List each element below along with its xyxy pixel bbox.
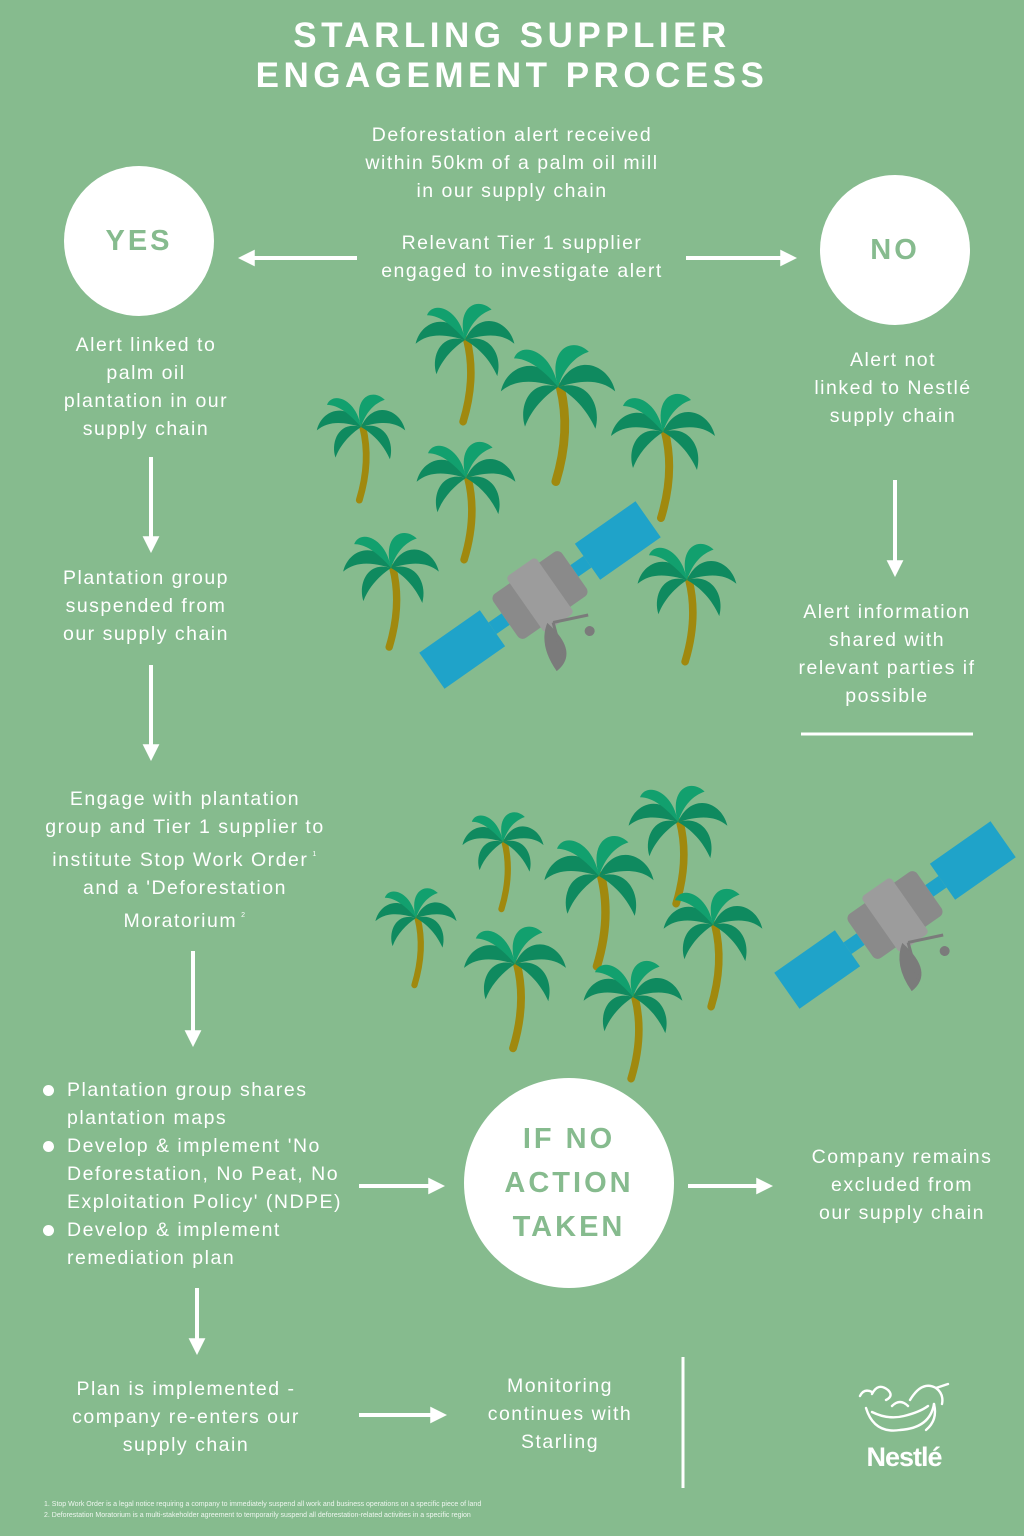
engage-line-text: institute Stop Work Order <box>52 849 309 871</box>
requirements-list: Plantation group shares plantation maps … <box>42 1076 362 1272</box>
bullet-icon <box>43 1141 54 1152</box>
alert-not-linked-text: Alert not linked to Nestlé supply chain <box>814 349 972 427</box>
list-item-text: Plantation group shares plantation maps <box>67 1079 308 1129</box>
alert-received-text: Deforestation alert received within 50km… <box>365 124 659 202</box>
monitoring-text: Monitoring continues with Starling <box>487 1375 633 1453</box>
footnote-ref: 1 <box>312 851 318 858</box>
engage-line: group and Tier 1 supplier to <box>45 816 325 838</box>
list-item: Plantation group shares plantation maps <box>42 1076 362 1132</box>
footnote-ref: 2 <box>241 912 247 919</box>
nestle-wordmark: Nestlé <box>866 1442 942 1472</box>
alert-shared-text: Alert information shared with relevant p… <box>798 601 976 707</box>
engage-plantation-text: Engage with plantation group and Tier 1 … <box>30 785 340 935</box>
page-title: STARLING SUPPLIER ENGAGEMENT PROCESS <box>255 16 769 95</box>
satellite-icon <box>765 809 1024 1052</box>
bullet-icon <box>43 1225 54 1236</box>
plantation-suspended-text: Plantation group suspended from our supp… <box>62 567 230 645</box>
list-item: Develop & implement 'No Deforestation, N… <box>42 1132 362 1216</box>
satellite-icon <box>410 489 691 732</box>
list-item-text: Develop & implement 'No Deforestation, N… <box>67 1135 343 1213</box>
list-item: Develop & implement remediation plan <box>42 1216 362 1272</box>
supplier-engaged-text: Relevant Tier 1 supplier engaged to inve… <box>381 232 663 282</box>
engage-line-text: Moratorium <box>123 910 238 932</box>
footnote-1: 1. Stop Work Order is a legal notice req… <box>44 1501 482 1508</box>
bullet-icon <box>43 1085 54 1096</box>
no-action-circle: IF NO ACTION TAKEN <box>464 1078 674 1288</box>
no-circle: NO <box>820 175 970 325</box>
nestle-logo-icon: Nestlé <box>858 1382 950 1472</box>
alert-linked-text: Alert linked to palm oil plantation in o… <box>63 334 229 440</box>
footnote-2: 2. Deforestation Moratorium is a multi-s… <box>44 1512 471 1519</box>
plan-implemented-text: Plan is implemented - company re-enters … <box>72 1378 300 1456</box>
company-excluded-text: Company remains excluded from our supply… <box>811 1146 993 1224</box>
yes-circle: YES <box>64 166 214 316</box>
engage-line: and a 'Deforestation <box>83 877 287 899</box>
engage-line: Engage with plantation <box>69 788 301 810</box>
list-item-text: Develop & implement remediation plan <box>67 1219 281 1269</box>
